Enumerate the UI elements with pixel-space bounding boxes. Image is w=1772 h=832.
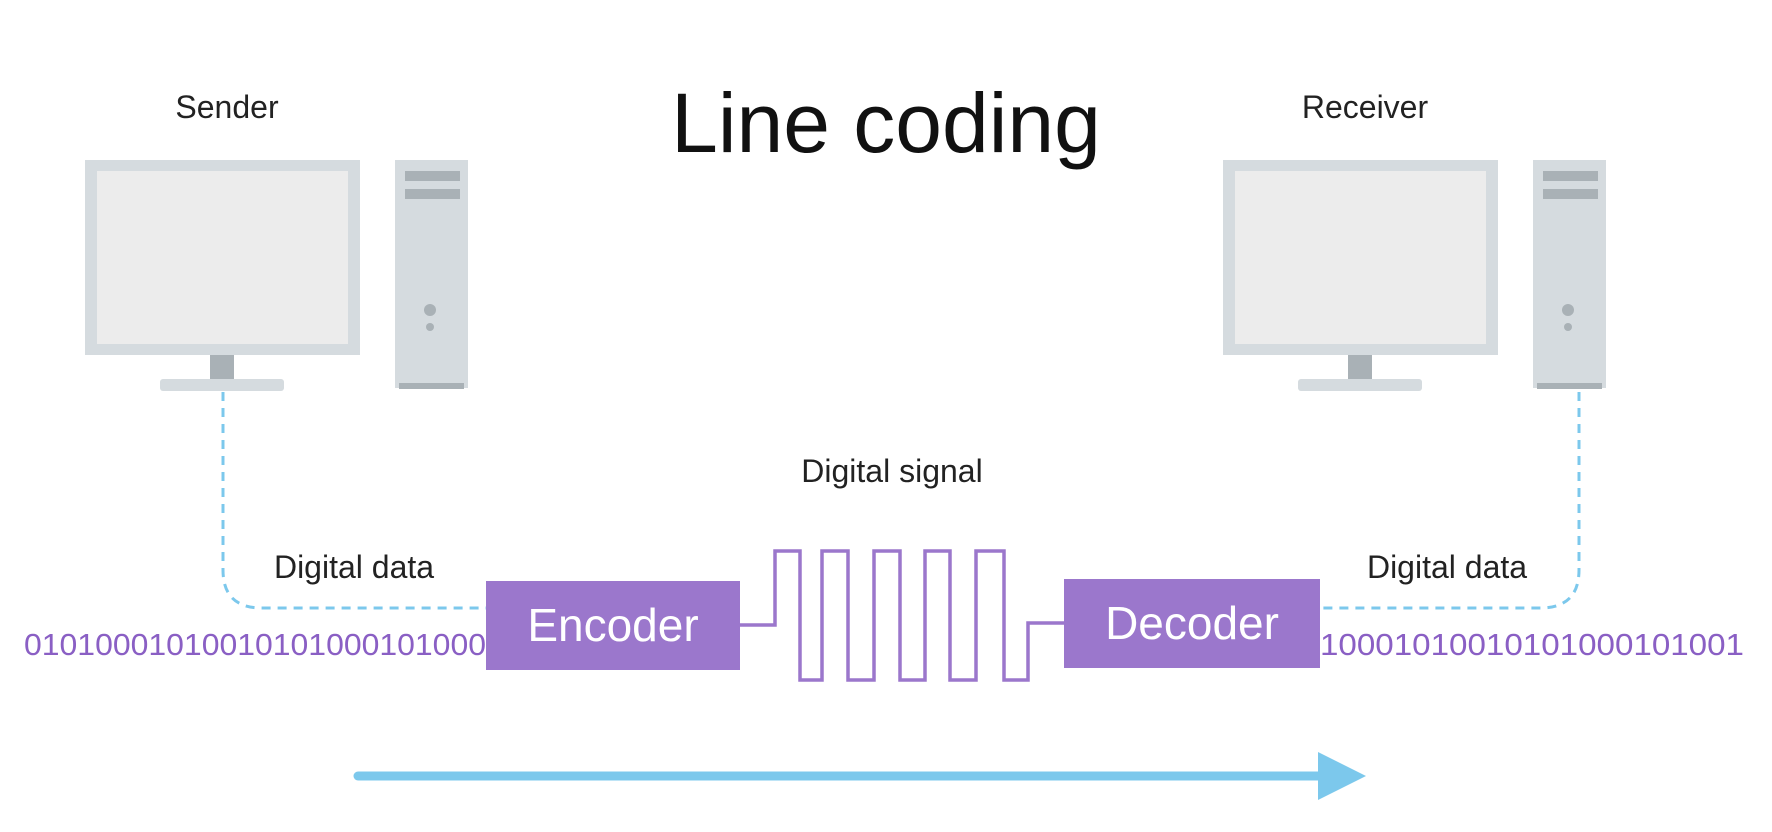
left-bit-string: 01010001010010101000101000 [24,627,486,662]
page-title: Line coding [671,76,1101,170]
sender-computer [85,160,468,391]
tower-icon [1533,160,1606,389]
sender-label: Sender [175,89,279,125]
receiver-label: Receiver [1302,89,1429,125]
encoder-label: Encoder [527,599,698,651]
square-wave-icon [740,549,1066,682]
receiver-dashed-connector [1318,392,1581,610]
arrow-right-icon [353,752,1366,800]
decoder-label: Decoder [1105,597,1279,649]
left-digital-data-label: Digital data [274,549,434,585]
right-digital-data-label: Digital data [1367,549,1527,585]
decoder-block: Decoder [1064,579,1320,668]
monitor-icon [85,160,360,391]
tower-icon [395,160,468,389]
monitor-icon [1223,160,1498,391]
encoder-block: Encoder [486,581,740,670]
sender-dashed-connector [221,392,490,610]
right-bit-string: 10001010010101000101001 [1320,627,1744,662]
digital-signal-label: Digital signal [801,453,982,489]
receiver-computer [1223,160,1606,391]
